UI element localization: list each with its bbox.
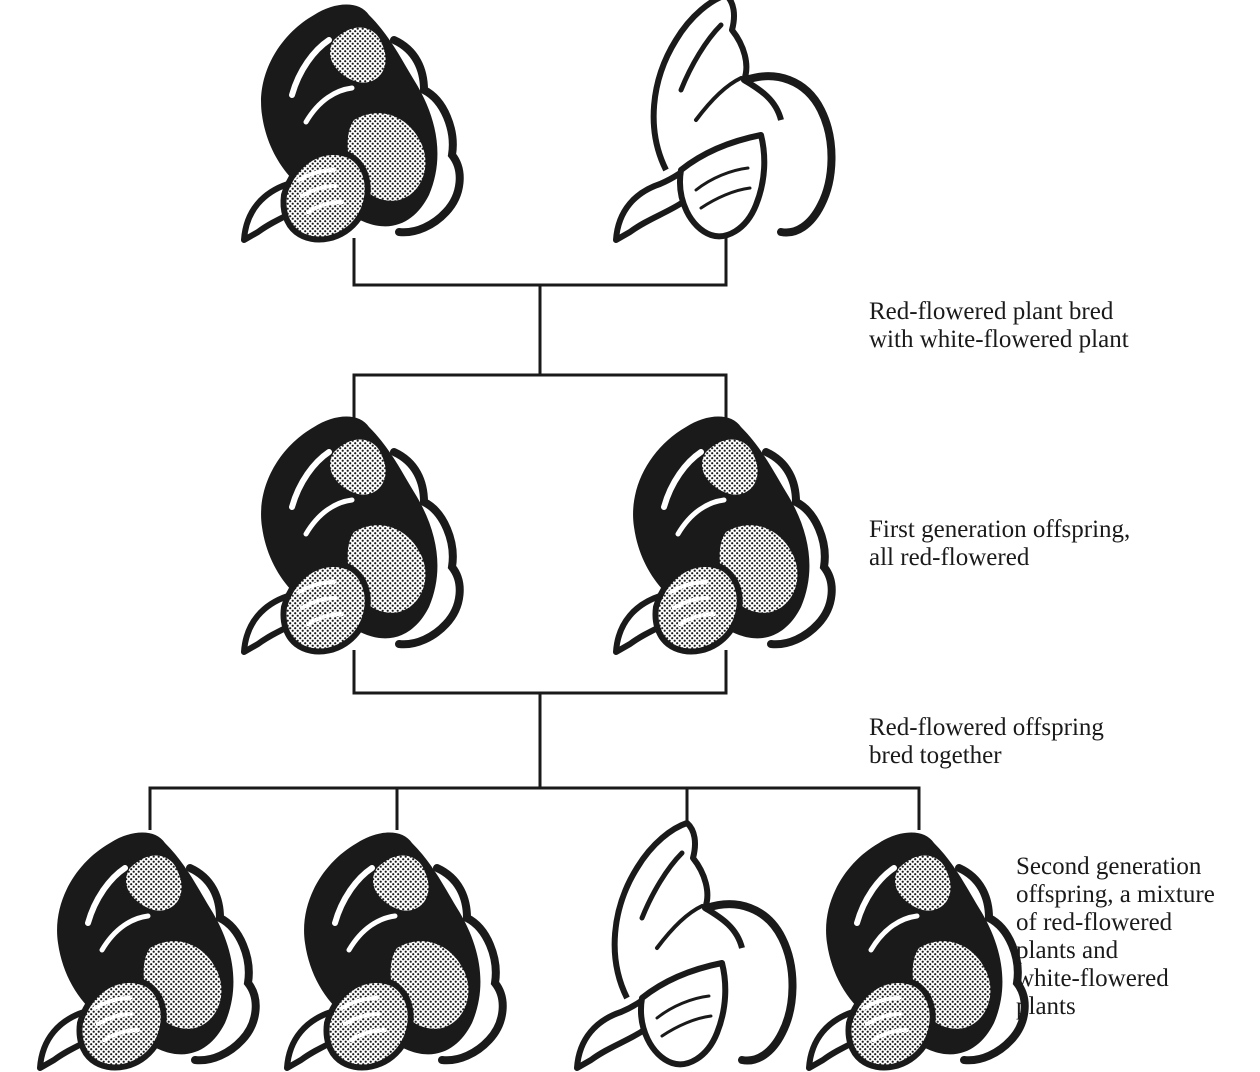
parents-connector (354, 238, 726, 285)
parent-red-flower (244, 4, 460, 240)
second-gen-bracket (150, 788, 919, 830)
first-gen-red-flower-1 (244, 416, 460, 652)
second-gen-red-flower-1 (40, 832, 256, 1068)
cross-caption: Red-flowered offspring bred together (869, 714, 1104, 770)
first-generation (244, 416, 832, 652)
second-generation (40, 823, 1025, 1068)
second-gen-white-flower (577, 823, 793, 1068)
second-gen-red-flower-2 (287, 832, 503, 1068)
first-gen-bracket (354, 375, 726, 420)
parent-generation (244, 0, 832, 240)
parent-white-flower (616, 0, 832, 240)
parents-caption: Red-flowered plant bred with white-flowe… (869, 298, 1129, 354)
second-gen-red-flower-3 (809, 832, 1025, 1068)
second-generation-caption: Second generation offspring, a mixture o… (1016, 853, 1215, 1021)
first-gen-connector (354, 650, 726, 693)
first-gen-red-flower-2 (616, 416, 832, 652)
first-generation-caption: First generation offspring, all red-flow… (869, 516, 1130, 572)
